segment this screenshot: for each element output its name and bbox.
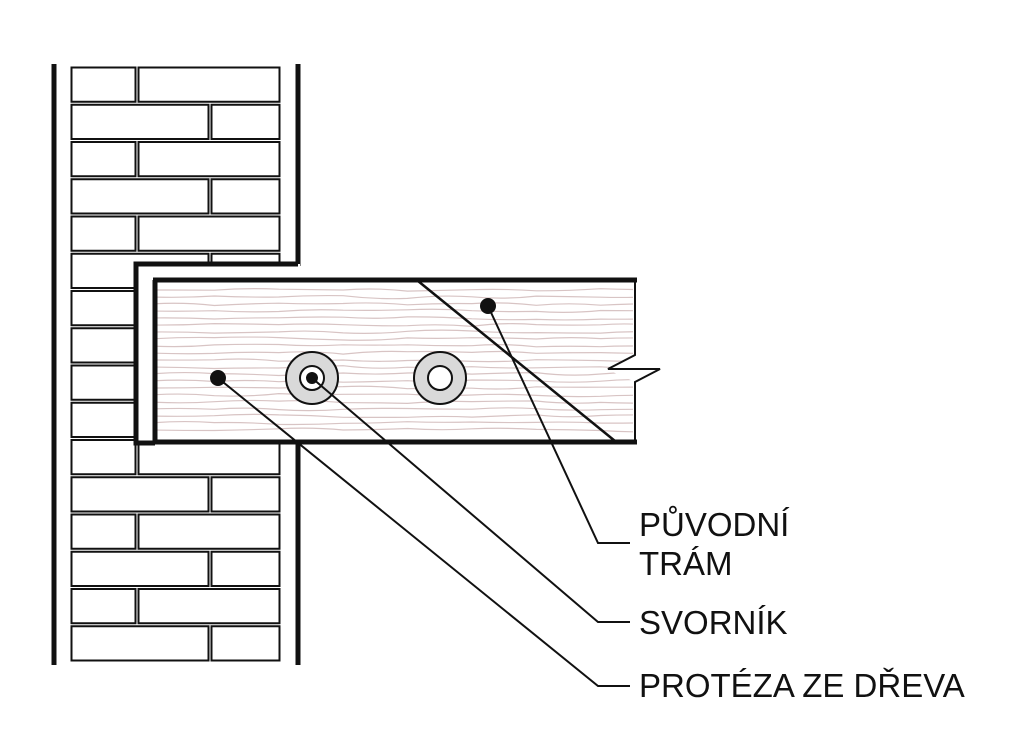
brick [210,625,281,662]
grain-line [155,316,633,321]
brick [70,364,137,401]
brick [70,625,210,662]
leader-line-prosthesis [217,377,630,687]
brick [210,550,281,587]
brick [137,513,281,550]
brick [210,178,281,215]
grain-line [155,329,633,334]
grain-line [155,371,633,377]
grain-line [155,407,633,412]
grain-line [155,378,633,383]
grain-line [155,308,633,313]
brick [70,178,210,215]
brick [137,588,281,625]
label-original-beam-line2: TRÁM [639,545,733,582]
brick [70,66,137,103]
brick [210,103,281,140]
leader-line-original-beam [487,305,630,544]
brick [70,513,137,550]
brick [70,290,137,327]
brick [70,141,137,178]
grain-line [155,294,633,300]
brick [137,141,281,178]
grain-line [155,350,633,355]
grain-line [155,365,633,370]
brick [137,215,281,252]
grain-line [155,392,633,398]
bolt-right [413,351,467,405]
beam-break-line [607,280,661,442]
grain-line [155,302,633,307]
scarf-joint-line [417,280,616,442]
brick [70,439,137,476]
brick [70,215,137,252]
grain-line [155,288,633,292]
grain-line [155,427,633,433]
grain-line [155,322,633,328]
brick [70,550,210,587]
grain-line [155,385,633,390]
grain-line [155,336,633,341]
leader-line-bolt [311,377,630,623]
label-original-beam-line1: PŮVODNÍ [639,505,790,543]
label-bolt: SVORNÍK [639,604,788,641]
brick [70,103,210,140]
grain-line [155,413,633,418]
brick [137,439,281,476]
wood-grain [155,288,633,433]
brick [70,588,137,625]
grain-line [155,343,633,348]
brick [70,476,210,513]
grain-line [155,420,633,426]
grain-line [155,358,633,363]
grain-line [155,399,633,405]
label-wood-prosthesis: PROTÉZA ZE DŘEVA [639,667,965,704]
brick [210,476,281,513]
beam-pocket-outline [133,261,298,446]
brick [137,66,281,103]
